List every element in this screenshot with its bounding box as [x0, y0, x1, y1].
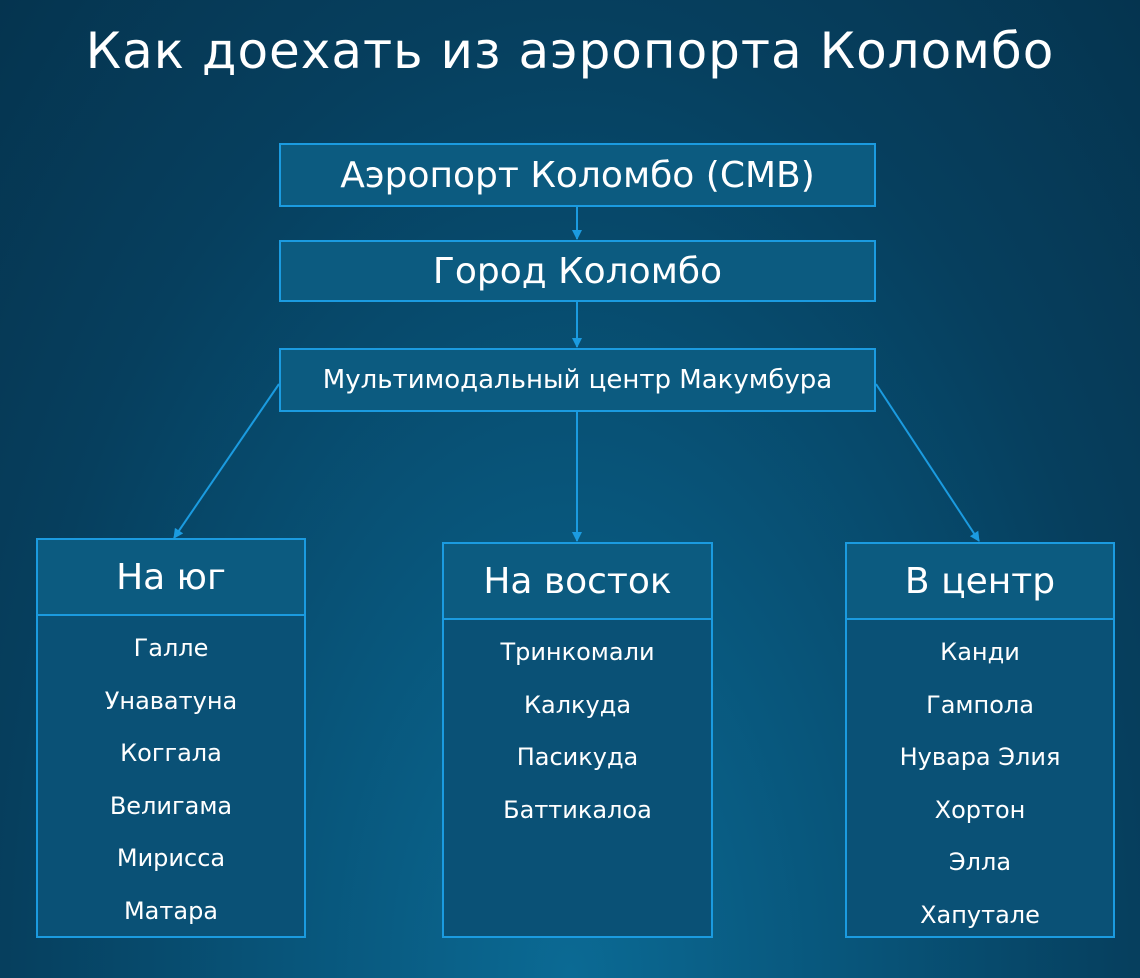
city-node: Город Коломбо [279, 240, 876, 302]
column-heading-east: На восток [444, 544, 711, 620]
column-heading-south: На юг [38, 540, 304, 616]
destination-list-south: Галле Унаватуна Коггала Велигама Мирисса… [38, 616, 304, 937]
destination-item: Баттикалоа [503, 795, 652, 824]
direction-column-south: На юг Галле Унаватуна Коггала Велигама М… [36, 538, 306, 938]
airport-node: Аэропорт Коломбо (CMB) [279, 143, 876, 207]
destination-item: Унаватуна [104, 686, 238, 715]
destination-item: Гампола [926, 690, 1034, 719]
destination-item: Коггала [120, 739, 222, 767]
direction-column-center: В центр Канди Гампола Нувара Элия Хортон… [845, 542, 1115, 938]
destination-item: Хапутале [920, 900, 1040, 929]
arrow-hub-to-south [173, 383, 280, 539]
hub-node-label: Мультимодальный центр Макумбура [322, 365, 833, 395]
column-heading-center: В центр [847, 544, 1113, 620]
destination-item: Велигама [109, 791, 233, 820]
destination-item: Элла [948, 848, 1012, 876]
destination-list-east: Тринкомали Калкуда Пасикуда Баттикалоа [444, 620, 711, 836]
destination-item: Хортон [934, 795, 1026, 824]
destination-item: Пасикуда [516, 743, 639, 771]
direction-column-east: На восток Тринкомали Калкуда Пасикуда Ба… [442, 542, 713, 938]
destination-item: Матара [123, 896, 219, 925]
page-title: Как доехать из аэропорта Коломбо [85, 22, 1055, 80]
destination-item: Мирисса [116, 844, 226, 872]
destination-item: Канди [940, 638, 1020, 666]
destination-item: Галле [133, 634, 209, 662]
airport-node-label: Аэропорт Коломбо (CMB) [340, 154, 815, 196]
hub-node: Мультимодальный центр Макумбура [279, 348, 876, 412]
arrow-hub-to-center [875, 383, 980, 542]
destination-item: Тринкомали [500, 638, 655, 666]
city-node-label: Город Коломбо [432, 250, 723, 292]
destination-item: Нувара Элия [899, 743, 1061, 771]
destination-item: Калкуда [523, 690, 632, 719]
destination-list-center: Канди Гампола Нувара Элия Хортон Элла Ха… [847, 620, 1113, 941]
